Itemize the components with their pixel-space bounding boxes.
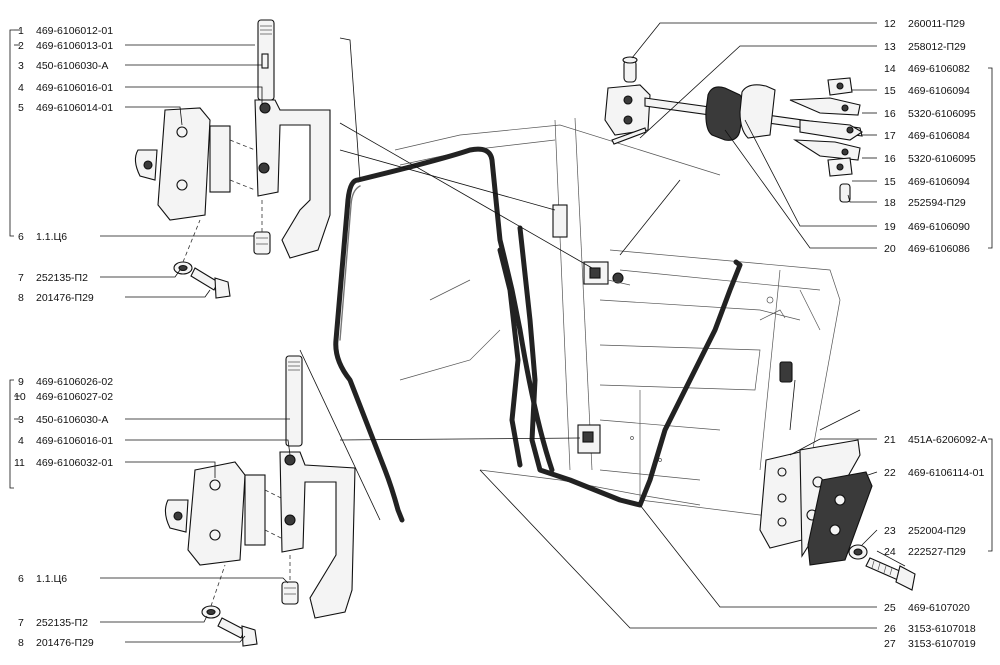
callout-code: 222527-П29 — [908, 546, 966, 558]
callout-code: 469-6106094 — [908, 176, 970, 188]
callout-num: 3 — [18, 414, 24, 426]
callout-code: 469-6106014-01 — [36, 102, 113, 114]
callout-labels: 1 469-6106012-01 2 469-6106013-01 3 450-… — [14, 18, 987, 650]
door-check-strap-assembly — [604, 56, 864, 203]
upper-hinge-assembly — [134, 19, 331, 299]
callout-num: 12 — [884, 18, 896, 30]
callout-code: 1.1.Ц6 — [36, 231, 67, 243]
callout-num: 3 — [18, 60, 24, 72]
callout-num: 8 — [18, 292, 24, 304]
mounted-hinge-upper — [552, 204, 631, 286]
callout-num: 6 — [18, 573, 24, 585]
callout-num: 2 — [18, 40, 24, 52]
lower-hinge-assembly — [164, 355, 356, 647]
callout-num: 24 — [884, 546, 896, 558]
callout-num: 16 — [884, 153, 896, 165]
callout-code: 469-6106082 — [908, 63, 970, 75]
callout-num: 21 — [884, 434, 896, 446]
vehicle-body-illustration — [394, 117, 841, 521]
callout-code: 469-6106026-02 — [36, 376, 113, 388]
callout-code: 469-6106094 — [908, 85, 970, 97]
callout-num: 25 — [884, 602, 896, 614]
callout-code: 5320-6106095 — [908, 153, 976, 165]
callout-num: 22 — [884, 467, 896, 479]
callout-num: 18 — [884, 197, 896, 209]
mounted-hinge-lower — [577, 424, 601, 454]
callout-code: 252004-П29 — [908, 525, 966, 537]
callout-num: 16 — [884, 108, 896, 120]
callout-num: 5 — [18, 102, 24, 114]
callout-num: 4 — [18, 435, 24, 447]
callout-num: 7 — [18, 272, 24, 284]
callout-num: 10 — [14, 391, 26, 403]
callout-num: 6 — [18, 231, 24, 243]
leader-lines — [100, 22, 906, 643]
callout-num: 11 — [14, 457, 25, 469]
callout-num: 15 — [884, 85, 896, 97]
callout-code: 5320-6106095 — [908, 108, 976, 120]
striker-plate-assembly — [759, 439, 916, 591]
callout-code: 201476-П29 — [36, 637, 94, 649]
callout-code: 3153-6107019 — [908, 638, 976, 650]
callout-num: 19 — [884, 221, 896, 233]
callout-num: 23 — [884, 525, 896, 537]
callout-code: 1.1.Ц6 — [36, 573, 67, 585]
callout-code: 469-6106084 — [908, 130, 970, 142]
callout-code: 469-6106032-01 — [36, 457, 113, 469]
callout-code: 252594-П29 — [908, 197, 966, 209]
callout-brackets — [9, 29, 993, 552]
callout-code: 260011-П29 — [908, 18, 965, 30]
callout-code: 451А-6206092-А — [908, 434, 987, 446]
callout-code: 469-6106016-01 — [36, 82, 113, 94]
callout-num: 15 — [884, 176, 896, 188]
callout-code: 469-6106016-01 — [36, 435, 113, 447]
callout-code: 469-6106090 — [908, 221, 970, 233]
callout-code: 450-6106030-А — [36, 60, 108, 72]
callout-num: 14 — [884, 63, 896, 75]
callout-num: 13 — [884, 41, 896, 53]
callout-num: 17 — [884, 130, 896, 142]
callout-code: 469-6106013-01 — [36, 40, 113, 52]
door-opening-seal — [497, 225, 743, 508]
callout-num: 9 — [18, 376, 24, 388]
callout-num: 8 — [18, 637, 24, 649]
callout-code: 258012-П29 — [908, 41, 966, 53]
callout-num: 7 — [18, 617, 24, 629]
callout-code: 469-6107020 — [908, 602, 970, 614]
callout-code: 469-6106086 — [908, 243, 970, 255]
callout-num: 20 — [884, 243, 896, 255]
callout-code: 469-6106114-01 — [908, 467, 984, 479]
callout-code: 450-6106030-А — [36, 414, 108, 426]
callout-code: 201476-П29 — [36, 292, 94, 304]
callout-code: 252135-П2 — [36, 617, 88, 629]
callout-num: 26 — [884, 623, 896, 635]
callout-code: 469-6106012-01 — [36, 25, 113, 37]
callout-num: 4 — [18, 82, 24, 94]
callout-code: 469-6106027-02 — [36, 391, 113, 403]
callout-num: 1 — [18, 25, 24, 37]
callout-code: 3153-6107018 — [908, 623, 976, 635]
callout-code: 252135-П2 — [36, 272, 88, 284]
callout-num: 27 — [884, 638, 896, 650]
